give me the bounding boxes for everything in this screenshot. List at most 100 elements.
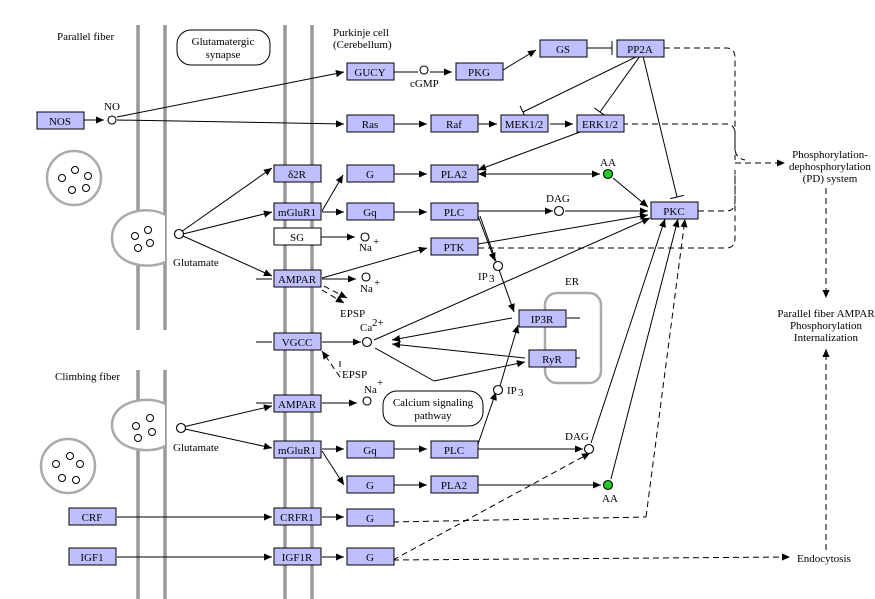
node-crf[interactable]: CRF [68, 507, 117, 526]
svg-text:CRFR1: CRFR1 [280, 512, 314, 524]
node-igf1r[interactable]: IGF1R [273, 547, 322, 566]
svg-text:ERK1/2: ERK1/2 [582, 119, 618, 131]
glutamate-compound-top [173, 228, 185, 240]
node-plc-1[interactable]: PLC [430, 202, 479, 221]
node-mek[interactable]: MEK1/2 [500, 114, 549, 133]
node-ryr[interactable]: RyR [528, 349, 577, 368]
svg-text:+: + [374, 277, 380, 289]
glutamate-compound-bottom [175, 422, 187, 434]
svg-text:Gq: Gq [363, 445, 377, 457]
svg-text:PTK: PTK [444, 242, 465, 254]
pd-system-label-2: dephosphorylation [789, 161, 871, 173]
aa-compound-bottom [602, 479, 614, 491]
node-ptk[interactable]: PTK [430, 237, 479, 256]
svg-text:PLC: PLC [444, 207, 464, 219]
node-plc-2[interactable]: PLC [430, 440, 479, 459]
node-mglur1-2[interactable]: mGluR1 [273, 440, 322, 459]
svg-text:NOS: NOS [49, 116, 71, 128]
svg-text:RyR: RyR [542, 354, 562, 366]
parallel-fiber-label: Parallel fiber [57, 31, 114, 43]
node-gs[interactable]: GS [539, 39, 588, 58]
svg-text:Na: Na [364, 384, 377, 396]
node-pla2-2[interactable]: PLA2 [430, 475, 479, 494]
node-ampar-2[interactable]: AMPAR [273, 394, 322, 413]
aa-compound-top [602, 168, 614, 180]
glutamate-top-label: Glutamate [173, 257, 219, 269]
epsp-bottom-label: EPSP [342, 369, 367, 381]
static-labels: Parallel fiber Climbing fiber Purkinje c… [55, 27, 875, 565]
node-ras[interactable]: Ras [346, 114, 395, 133]
svg-text:AMPAR: AMPAR [278, 399, 317, 411]
svg-text:PLA2: PLA2 [441, 480, 467, 492]
node-pkc[interactable]: PKC [650, 201, 699, 220]
node-nos[interactable]: NOS [36, 111, 85, 130]
svg-text:GS: GS [556, 44, 570, 56]
node-pla2-1[interactable]: PLA2 [430, 164, 479, 183]
glutamate-bottom-label: Glutamate [173, 442, 219, 454]
svg-text:VGCC: VGCC [282, 337, 313, 349]
node-g-4[interactable]: G [346, 547, 395, 566]
synaptic-vesicles [39, 149, 166, 495]
svg-text:MEK1/2: MEK1/2 [505, 119, 544, 131]
svg-text:G: G [366, 480, 374, 492]
na-compound-1 [360, 232, 370, 242]
gene-nodes: NOS GUCY PKG GS PP2A Ras Raf MEK1/2 ERK1… [36, 39, 699, 566]
pd-system-label-1: Phosphorylation- [792, 149, 868, 161]
node-g-1[interactable]: G [346, 164, 395, 183]
svg-text:IGF1R: IGF1R [282, 552, 313, 564]
svg-text:δ2R: δ2R [288, 169, 307, 181]
er-label: ER [565, 276, 580, 288]
svg-text:Ras: Ras [362, 119, 379, 131]
svg-text:mGluR1: mGluR1 [278, 207, 316, 219]
endocytosis-label: Endocytosis [797, 553, 851, 565]
svg-text:PLC: PLC [444, 445, 464, 457]
ampar-internalization-label-2: Phosphorylation [790, 320, 863, 332]
glutamatergic-synapse-link[interactable]: Glutamatergic synapse [176, 29, 271, 66]
node-raf[interactable]: Raf [430, 114, 479, 133]
svg-text:IP3R: IP3R [531, 314, 554, 326]
node-delta2r[interactable]: δ2R [273, 164, 322, 183]
svg-text:3: 3 [489, 273, 495, 285]
ampar-internalization-label-3: Internalization [794, 332, 859, 344]
svg-text:IGF1: IGF1 [80, 552, 103, 564]
svg-text:Calcium signaling: Calcium signaling [393, 397, 474, 409]
node-g-3[interactable]: G [346, 508, 395, 527]
node-mglur1-1[interactable]: mGluR1 [273, 202, 322, 221]
node-gucy[interactable]: GUCY [346, 62, 395, 81]
node-g-2[interactable]: G [346, 475, 395, 494]
svg-text:SG: SG [290, 232, 304, 244]
cgmp-compound [419, 65, 429, 75]
purkinje-sub-label: (Cerebellum) [333, 39, 392, 51]
na-compound-3 [362, 396, 372, 406]
svg-text:Gq: Gq [363, 207, 377, 219]
svg-text:pathway: pathway [414, 410, 452, 422]
svg-text:2+: 2+ [372, 317, 384, 329]
node-pp2a[interactable]: PP2A [616, 39, 665, 58]
ip3-compound-bottom [492, 384, 504, 396]
svg-text:DAG: DAG [565, 431, 589, 443]
svg-text:GUCY: GUCY [354, 67, 385, 79]
node-pkg[interactable]: PKG [455, 62, 504, 81]
node-vgcc[interactable]: VGCC [273, 332, 322, 351]
purkinje-label: Purkinje cell [333, 27, 389, 39]
node-crfr1[interactable]: CRFR1 [273, 507, 322, 526]
node-erk[interactable]: ERK1/2 [576, 114, 625, 133]
node-ip3r[interactable]: IP3R [518, 309, 567, 328]
svg-text:PLA2: PLA2 [441, 169, 467, 181]
svg-text:+: + [373, 236, 379, 248]
calcium-signaling-pathway-link[interactable]: Calcium signaling pathway [382, 390, 484, 427]
svg-text:Na: Na [359, 242, 372, 254]
svg-text:mGluR1: mGluR1 [278, 445, 316, 457]
svg-text:3: 3 [518, 387, 524, 399]
node-igf1[interactable]: IGF1 [68, 547, 117, 566]
svg-text:NO: NO [104, 101, 120, 113]
svg-text:AA: AA [600, 157, 616, 169]
node-sg[interactable]: SG [273, 227, 322, 246]
er-compartment [543, 291, 603, 385]
svg-text:IP: IP [478, 271, 488, 283]
node-gq-1[interactable]: Gq [346, 202, 395, 221]
node-ampar-1[interactable]: AMPAR [273, 269, 322, 288]
node-gq-2[interactable]: Gq [346, 440, 395, 459]
